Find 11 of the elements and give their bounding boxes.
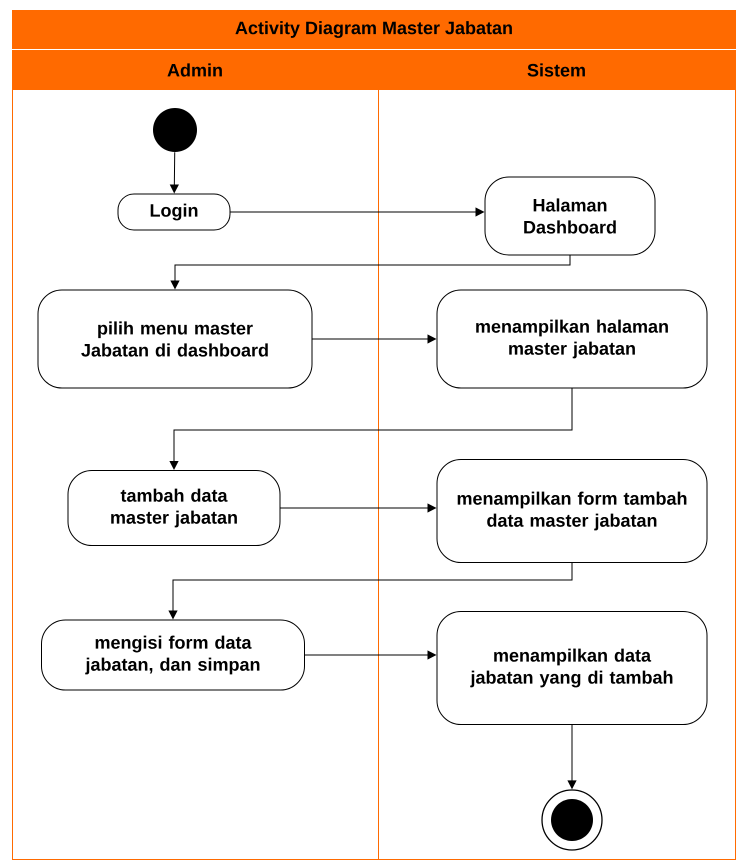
title-band: Activity Diagram Master Jabatan (12, 10, 736, 49)
action-box: menampilkan halaman master jabatan (436, 290, 708, 388)
action-box: menampilkan data jabatan yang di tambah (436, 611, 708, 725)
start-node (153, 108, 197, 152)
action-box: Halaman Dashboard (484, 176, 656, 256)
action-box: Login (118, 194, 230, 230)
end-node (541, 789, 603, 851)
action-box: mengisi form data jabatan, dan simpan (41, 620, 305, 690)
action-box: pilih menu master Jabatan di dashboard (38, 290, 312, 388)
action-box: menampilkan form tambah data master jabatan (436, 459, 708, 563)
action-box: tambah data master jabatan (68, 470, 280, 546)
